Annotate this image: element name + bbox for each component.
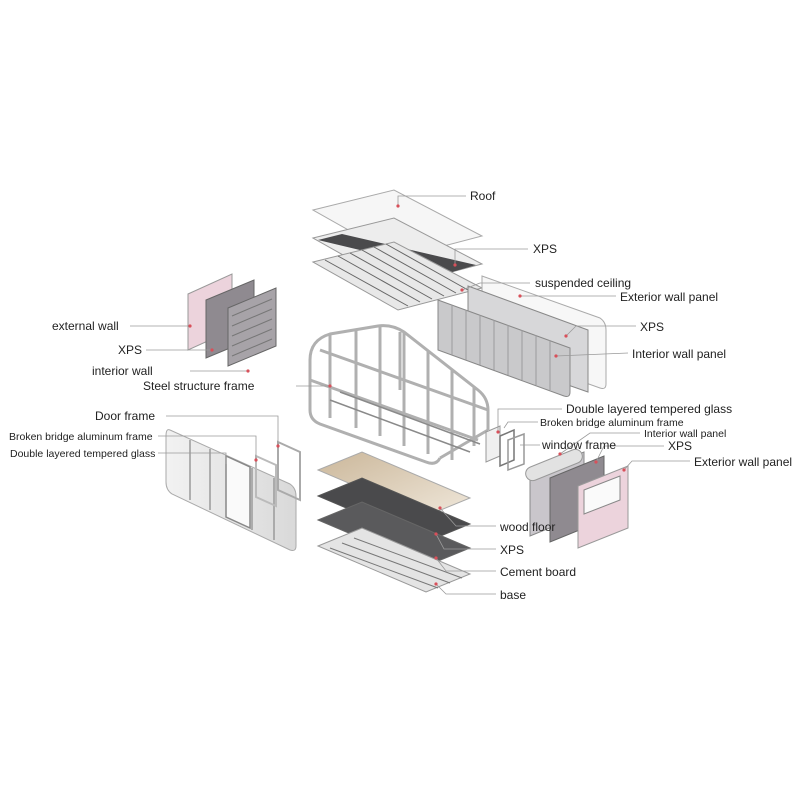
interior-wall-panel-right: [437, 299, 571, 397]
label-roof: Roof: [470, 189, 496, 203]
label-base: base: [500, 588, 527, 602]
leader-xps-floor: [435, 533, 496, 550]
side-window-parts: [485, 425, 525, 472]
end-wall-cap: [525, 448, 583, 482]
label-xps-left-wall: XPS: [118, 343, 143, 357]
ceiling-slats: [324, 243, 469, 307]
label-cement-board: Cement board: [500, 565, 577, 579]
left-end-wall-stack: [187, 273, 277, 367]
label-broken-bridge-left: Broken bridge aluminum frame: [9, 431, 153, 443]
leader-base: [435, 583, 496, 595]
label-double-glass-left: Double layered tempered glass: [10, 448, 156, 460]
label-xps-floor: XPS: [500, 543, 525, 557]
label-xps-right-wall: XPS: [640, 320, 665, 334]
leader-wood-floor: [439, 507, 496, 527]
label-wood-floor: wood floor: [500, 520, 556, 534]
label-interior-wall: interior wall: [92, 364, 153, 378]
leader-suspended-ceiling: [461, 282, 530, 291]
label-suspended-ceiling: suspended ceiling: [535, 276, 632, 290]
broken-bridge-frame-part: [255, 454, 277, 508]
right-wall-stack: [437, 275, 607, 397]
leader-double-glass-right: [497, 408, 562, 432]
broken-bridge-small: [499, 428, 515, 468]
leader-interior-wall-panel-end: [559, 432, 640, 455]
label-broken-bridge-right: Broken bridge aluminum frame: [540, 417, 684, 429]
label-interior-wall-panel-end: Interior wall panel: [644, 428, 727, 440]
leader-xps-right: [565, 325, 636, 337]
glass-mullions: [189, 440, 275, 540]
roof-stack: [311, 189, 484, 311]
floor-stack: [316, 451, 472, 593]
label-xps-roof: XPS: [533, 242, 558, 256]
steel-frame: [308, 324, 490, 465]
door-opening: [225, 454, 251, 530]
end-window-opening: [583, 475, 621, 515]
steel-frame-floor: [329, 391, 481, 453]
label-double-glass-right: Double layered tempered glass: [566, 402, 733, 416]
leader-xps-roof: [454, 248, 528, 265]
leader-lines: [130, 195, 690, 595]
left-panel-ribs: [231, 298, 273, 357]
leader-cement-board: [435, 557, 496, 572]
label-xps-end: XPS: [668, 439, 693, 453]
label-window-frame: window frame: [542, 438, 617, 452]
interior-panel-ribs: [451, 305, 551, 390]
right-end-wall-stack: [525, 448, 629, 549]
leader-broken-bridge-right: [503, 421, 538, 429]
window-frame-small: [507, 432, 525, 472]
leader-exterior-wall-panel-end: [623, 460, 690, 471]
door-frame-part: [277, 440, 301, 502]
label-interior-wall-panel-right: Interior wall panel: [632, 347, 727, 361]
leader-dots: [188, 204, 626, 586]
label-exterior-wall-panel-right: Exterior wall panel: [620, 290, 719, 304]
label-exterior-wall-panel-end: Exterior wall panel: [694, 455, 793, 469]
leader-roof: [397, 195, 466, 206]
leader-double-glass-left: [158, 452, 227, 464]
label-steel-structure-frame: Steel structure frame: [143, 379, 255, 393]
leader-xps-end: [595, 445, 664, 463]
base-joists: [329, 537, 463, 589]
leader-door-frame: [166, 415, 279, 446]
leader-broken-bridge-left: [158, 435, 257, 460]
label-external-wall: external wall: [52, 319, 119, 333]
label-door-frame: Door frame: [95, 409, 156, 423]
front-glass-facade: [165, 429, 301, 551]
leader-interior-wall-panel-right: [555, 352, 629, 357]
